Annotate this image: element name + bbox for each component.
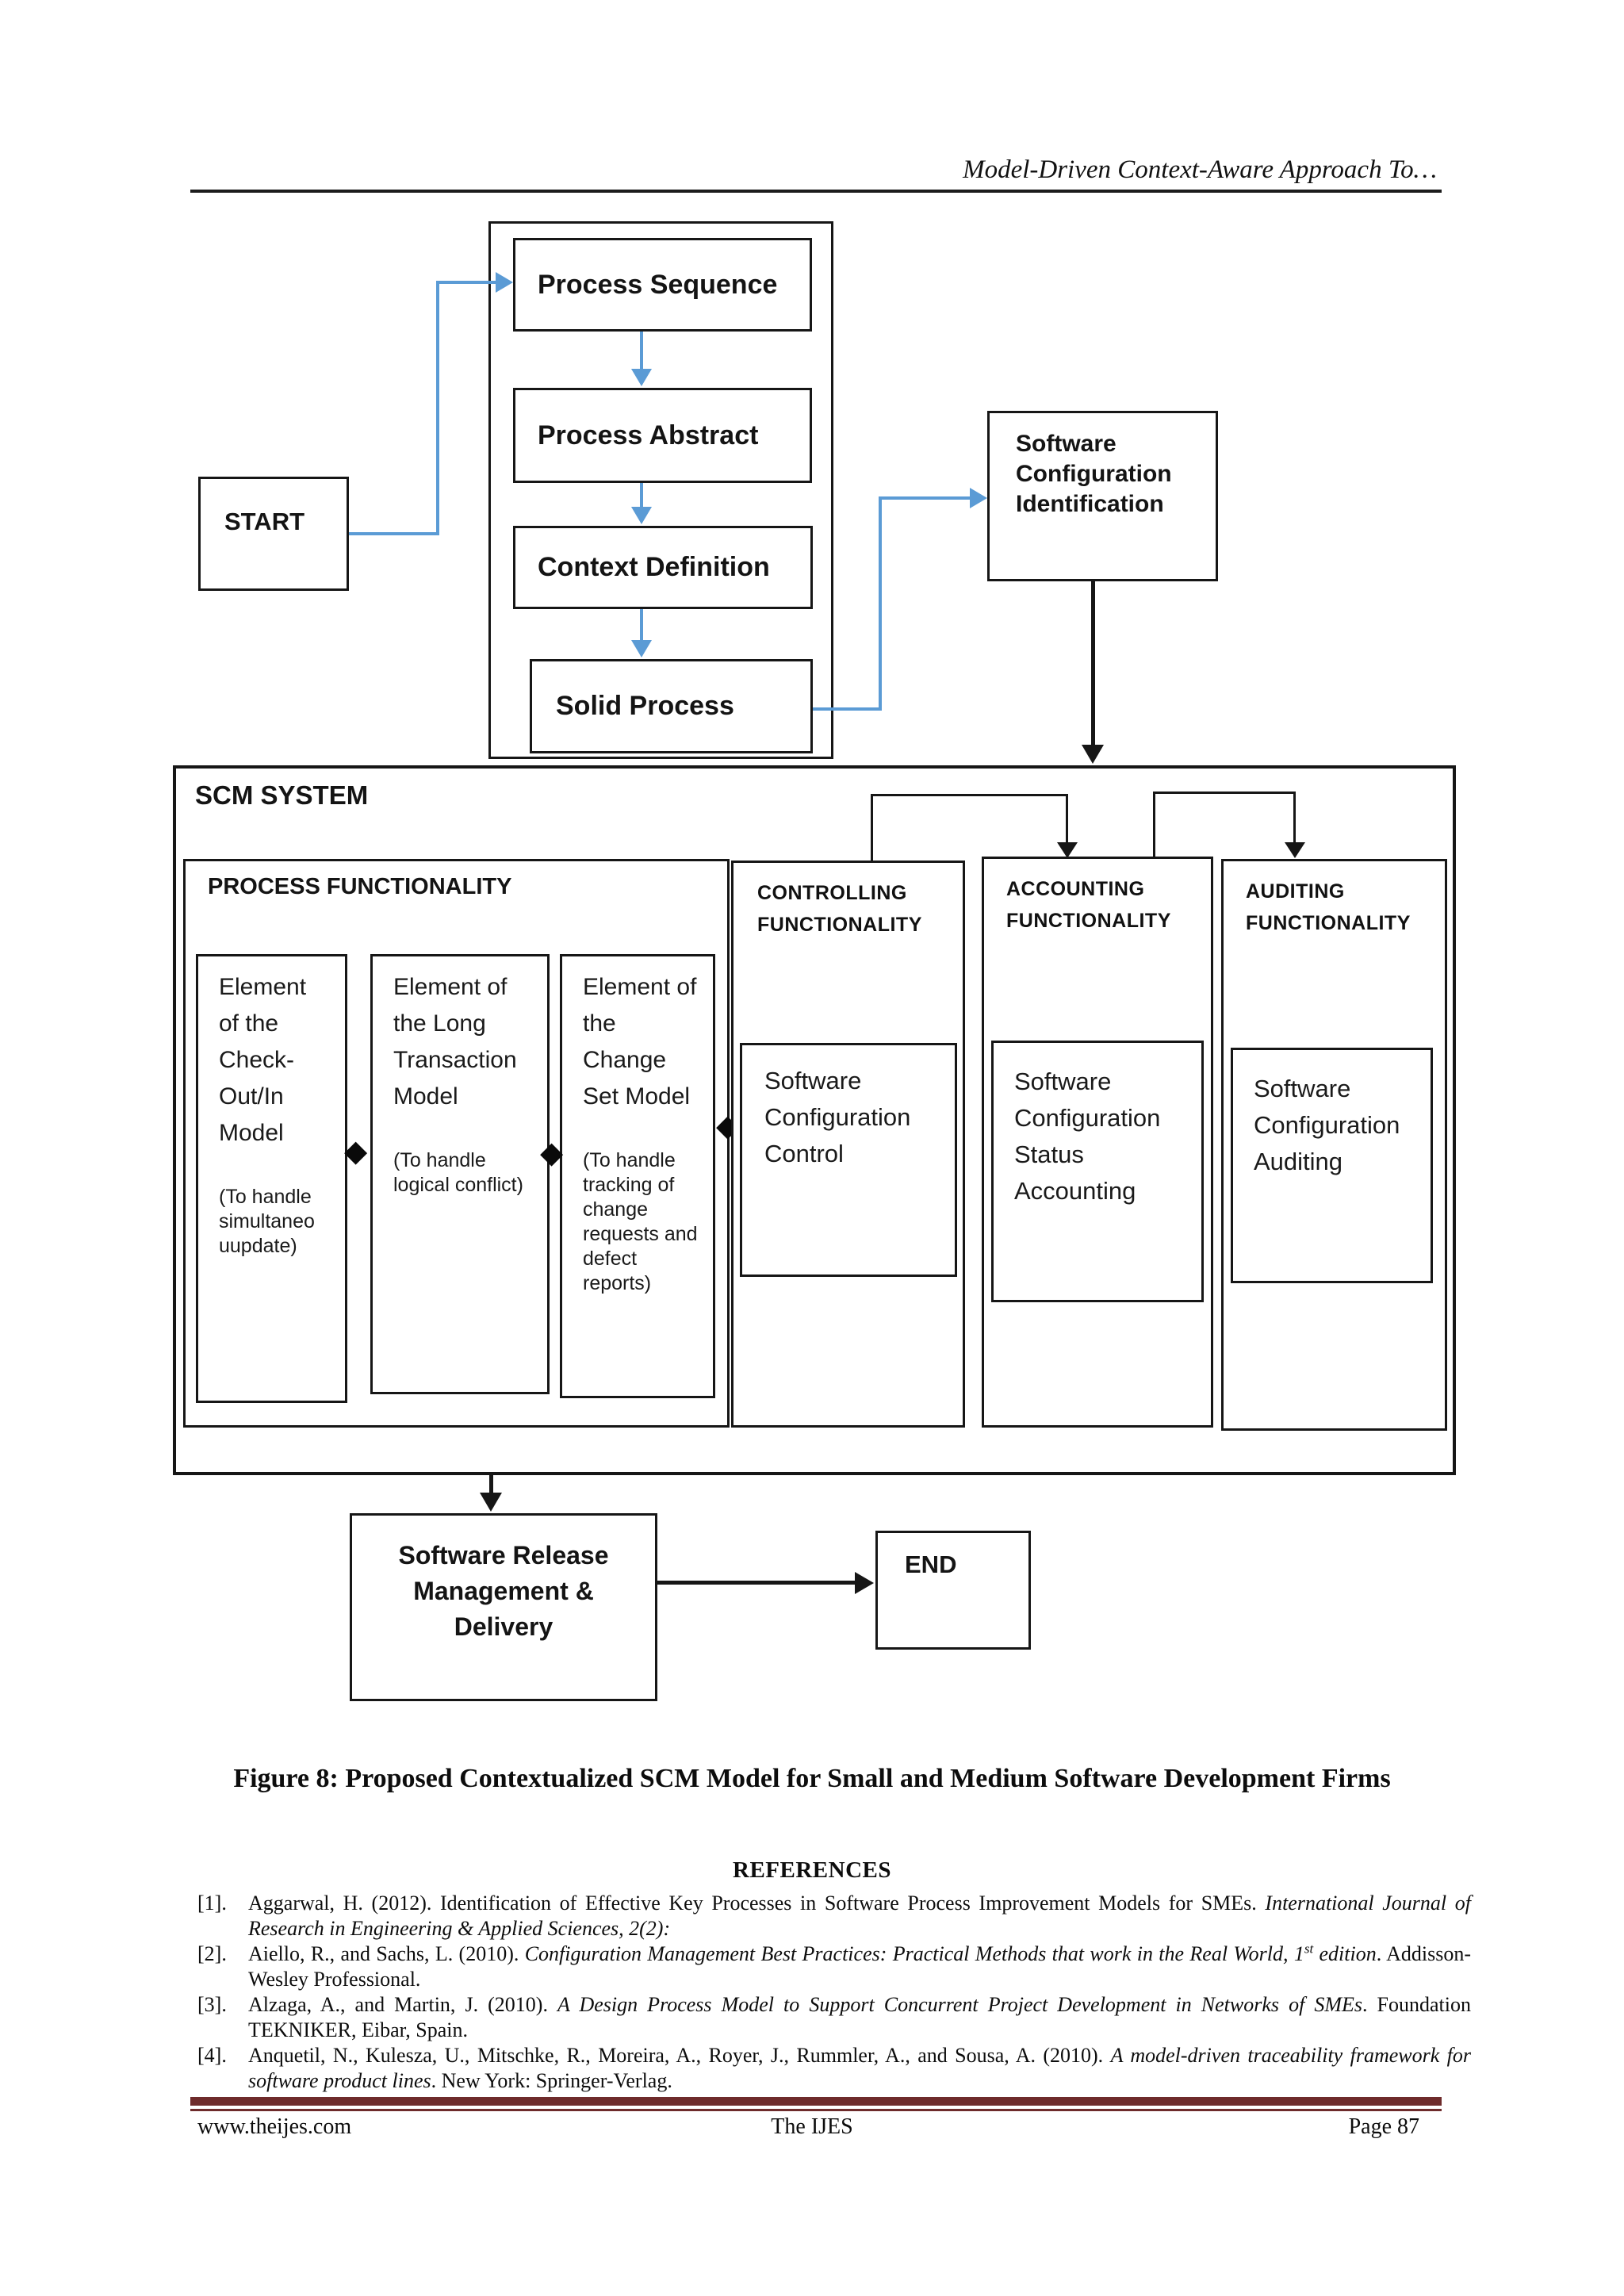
reference-item-4: [4]. Anquetil, N., Kulesza, U., Mitschke,… [197,2043,1471,2094]
reference-1-marker: [1]. [197,1892,227,1915]
reference-2-marker: [2]. [197,1942,227,1965]
reference-4-text: Anquetil, N., Kulesza, U., Mitschke, R.,… [248,2044,1111,2067]
element-long-transaction-title: Element of the Long Transaction Model [393,974,517,1110]
connector-cd-sp [640,609,643,642]
arrowhead-into-scm [1082,745,1104,764]
element-checkout-title: Element of the Check-Out/In Model [219,974,307,1146]
process-sequence-box: Process Sequence [513,238,812,332]
software-release-box: Software Release Management & Delivery [350,1513,657,1701]
connector-sp-sci-h2 [882,496,970,500]
reference-item-3: [3]. Alzaga, A., and Martin, J. (2010). A… [197,1992,1471,2043]
arrowhead-into-accounting [1057,842,1078,858]
reference-2-italic2: edition [1313,1942,1377,1965]
start-box: START [198,477,349,591]
reference-4-marker: [4]. [197,2044,227,2067]
connector-sci-scm [1091,581,1095,745]
software-configuration-control-box: Software Configuration Control [740,1043,957,1277]
software-configuration-auditing-label: Software Configuration Auditing [1254,1075,1400,1175]
connector-start-v-segment [436,281,439,535]
process-abstract-box: Process Abstract [513,388,812,483]
bracket2-left [1153,792,1155,857]
connector-scm-srm [489,1475,493,1494]
running-header-title: Model-Driven Context-Aware Approach To… [963,155,1437,184]
bracket2-top [1153,792,1296,794]
reference-2-text2: . Addisson-Wesley Professional. [248,1942,1472,1991]
reference-2-superscript: st [1304,1941,1314,1957]
references-heading: REFERENCES [733,1857,891,1883]
reference-3-italic: A Design Process Model to Support Concur… [557,1993,1362,2016]
header-rule [190,190,1442,193]
reference-3-marker: [3]. [197,1993,227,2016]
end-box: END [875,1531,1031,1650]
software-configuration-status-accounting-box: Software Configuration Status Accounting [991,1041,1204,1302]
arrowhead-into-solid-process [631,640,652,657]
element-change-set-title: Element of the Change Set Model [583,974,697,1110]
arrowhead-into-end [855,1572,874,1594]
element-change-set-note: (To handle tracking of change requests a… [583,1149,698,1294]
context-definition-label: Context Definition [538,552,770,582]
process-abstract-label: Process Abstract [538,420,759,450]
end-label: END [905,1550,957,1578]
software-configuration-auditing-box: Software Configuration Auditing [1231,1048,1433,1283]
software-configuration-identification-box: Software Configuration Identification [987,411,1218,581]
reference-3-text: Alzaga, A., and Martin, J. (2010). [248,1993,558,2016]
software-configuration-status-accounting-label: Software Configuration Status Accounting [1014,1068,1161,1205]
context-definition-box: Context Definition [513,526,813,609]
reference-2-text: Aiello, R., and Sachs, L. (2010). [248,1942,525,1965]
footer-bar [190,2097,1442,2106]
element-change-set-box: Element of the Change Set Model (To hand… [560,954,715,1398]
references-list: [1]. Aggarwal, H. (2012). Identification … [197,1891,1471,2094]
arrowhead-into-context-definition [631,507,652,524]
association-diamond-checkout-longtransaction: ◆ [344,1135,368,1168]
reference-4-text2: . New York: Springer-Verlag. [431,2069,672,2092]
association-diamond-longtransaction-changeset: ◆ [540,1137,564,1170]
connector-sp-sci-h1 [813,707,882,711]
process-sequence-label: Process Sequence [538,269,778,300]
bracket2-right [1293,792,1296,845]
controlling-functionality-label: CONTROLLING FUNCTIONALITY [757,882,922,936]
reference-1-text: Aggarwal, H. (2012). Identification of E… [248,1892,1266,1915]
bracket1-top [871,794,1068,796]
arrowhead-into-auditing [1285,842,1305,858]
scm-system-label: SCM SYSTEM [195,780,369,810]
accounting-functionality-label: ACCOUNTING FUNCTIONALITY [1006,878,1171,932]
arrowhead-into-process-abstract [631,369,652,386]
arrowhead-into-sci [970,488,987,508]
bracket1-right [1066,794,1068,845]
reference-2-italic: Configuration Management Best Practices:… [524,1942,1304,1965]
reference-3-text2: . Foundation TEKNIKER, Eibar, Spain. [248,1993,1471,2041]
footer-thin-rule [190,2109,1442,2111]
arrowhead-into-process-sequence [496,272,513,293]
footer-site: www.theijes.com [197,2114,352,2139]
bracket1-left [871,794,873,861]
figure-caption: Figure 8: Proposed Contextualized SCM Mo… [233,1764,1391,1793]
connector-start-top-segment [438,281,497,284]
element-long-transaction-box: Element of the Long Transaction Model (T… [370,954,550,1394]
auditing-functionality-label: AUDITING FUNCTIONALITY [1246,880,1411,934]
reference-item-1: [1]. Aggarwal, H. (2012). Identification … [197,1891,1471,1941]
start-label: START [224,508,305,535]
element-checkout-box: Element of the Check-Out/In Model (To ha… [196,954,347,1403]
element-long-transaction-note: (To handle logical conflict) [393,1149,523,1196]
software-configuration-identification-label: Software Configuration Identification [1016,431,1172,517]
connector-pa-cd [640,483,643,509]
footer-journal: The IJES [771,2114,853,2139]
element-checkout-note: (To handle simultaneo uupdate) [219,1186,315,1257]
footer-page-number: Page 87 [1348,2114,1419,2139]
software-configuration-control-label: Software Configuration Control [764,1067,911,1167]
solid-process-label: Solid Process [556,691,734,721]
reference-item-2: [2]. Aiello, R., and Sachs, L. (2010). Co… [197,1941,1471,1992]
connector-sp-sci-v [879,496,882,711]
solid-process-box: Solid Process [530,659,813,753]
connector-ps-pa [640,332,643,371]
software-release-label: Software Release Management & Delivery [398,1541,609,1641]
connector-srm-end [657,1581,856,1585]
process-functionality-label: PROCESS FUNCTIONALITY [208,874,512,899]
reference-4-italic: A model-driven traceability framework fo… [248,2044,1471,2092]
arrowhead-into-srm [480,1493,502,1512]
connector-start-h-segment [349,532,439,535]
reference-1-italic: International Journal of Research in Eng… [248,1892,1471,1940]
